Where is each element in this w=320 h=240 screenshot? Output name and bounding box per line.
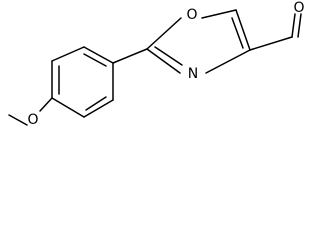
bond-n3-c2 [146,48,181,74]
bond-n3-c2-inner [154,46,183,66]
bond-c4-cho [249,36,293,51]
bond-c5-c4 [235,9,251,51]
bond-ar5-ar6 [83,99,114,118]
bond-o1-c2 [146,17,182,50]
bond-c5-c4-inner [231,17,244,49]
bond-ar4-ar5 [51,97,85,118]
molecule-structure: O N O O [8,0,305,128]
bond-cho-o-double [297,13,302,38]
ring-nitrogen-label: N [188,66,198,82]
ring-oxygen-label: O [186,7,197,23]
bond-ar4-o [39,97,53,112]
methoxy-group [8,97,53,126]
bond-ar1-ar2-inner [83,53,107,67]
bond-o-ch3 [8,114,28,126]
aldehyde-oxygen-label: O [293,0,304,16]
bond-ar1-ar2 [83,46,114,64]
benzene-ring [51,46,114,118]
bond-c4-n3 [205,49,251,74]
bond-ar5-ar6-inner [85,96,107,111]
methoxy-oxygen-label: O [27,112,38,128]
oxazole-ring [146,9,251,74]
aldehyde-group [249,13,302,51]
bond-cho-o [291,13,296,38]
bond-o1-c5 [201,9,237,19]
bond-c2-phenyl [112,48,148,64]
bond-ar2-ar3 [51,46,85,62]
